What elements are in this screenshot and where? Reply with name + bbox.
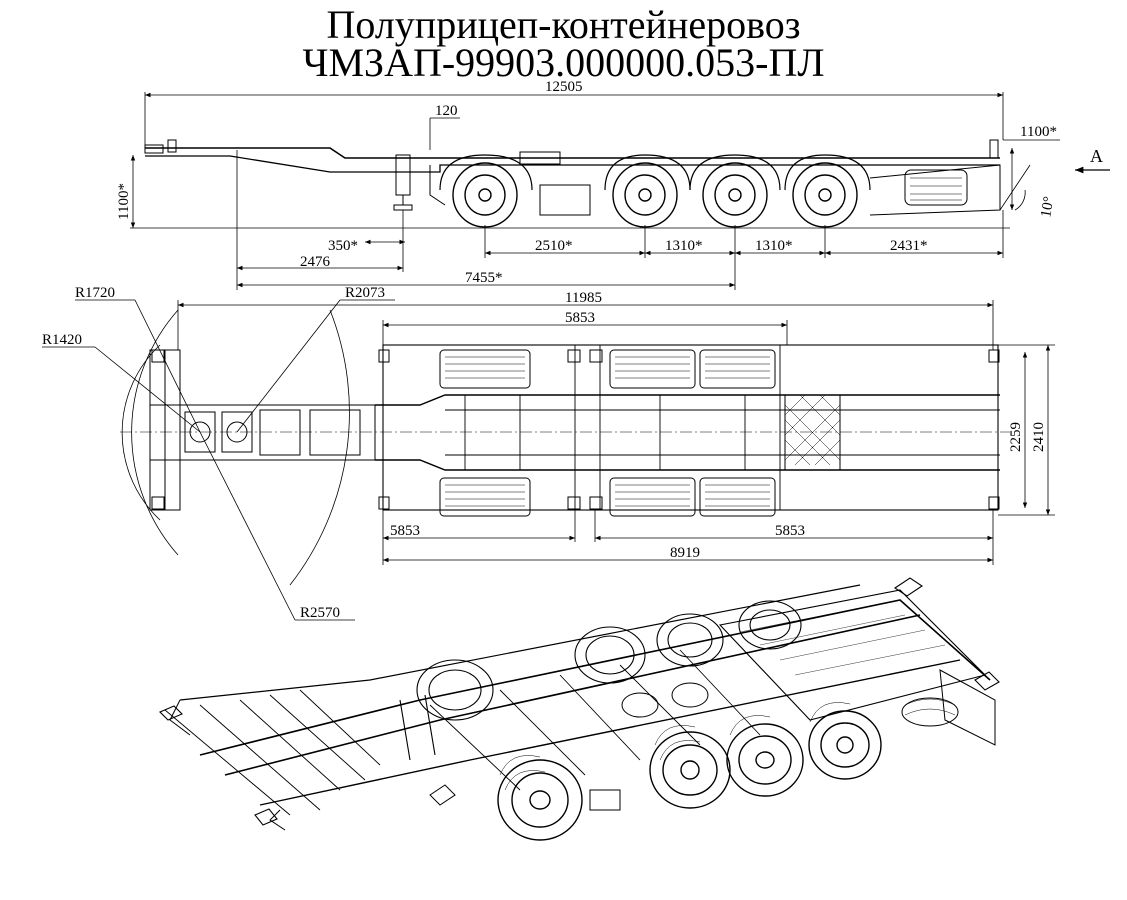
dim-r2073: R2073: [345, 285, 385, 301]
dim-bottom-total: 8919: [670, 545, 700, 561]
dim-width-inner: 2259: [1008, 422, 1024, 452]
dim-r1720: R1720: [75, 285, 115, 301]
dim-bottom-left: 5853: [390, 523, 420, 539]
dim-front-height: 1100*: [116, 183, 132, 220]
dim-350: 350*: [328, 238, 358, 254]
dim-1310-a: 1310*: [665, 238, 703, 254]
dim-width-outer: 2410: [1031, 422, 1047, 452]
drawing-title-line-2: ЧМЗАП-99903.000000.053-ПЛ: [302, 40, 825, 85]
view-label-a: А: [1090, 146, 1103, 166]
dim-angle: 10°: [1038, 195, 1057, 218]
top-view: [42, 299, 1055, 621]
dim-7455: 7455*: [465, 270, 503, 286]
dim-2510: 2510*: [535, 238, 573, 254]
drawing-title-line-1: Полуприцеп-контейнеровоз: [326, 2, 801, 47]
dim-frame-length: 11985: [565, 290, 602, 306]
isometric-view: [159, 577, 1000, 841]
dim-r2570: R2570: [300, 605, 340, 621]
dim-overall-length: 12505: [545, 79, 583, 95]
dim-kingpin-offset: 120: [435, 103, 458, 119]
dim-rear-height: 1100*: [1020, 124, 1057, 140]
dim-container-top: 5853: [565, 310, 595, 326]
dim-bottom-right: 5853: [775, 523, 805, 539]
dim-2476: 2476: [300, 254, 331, 270]
side-view: [130, 92, 1110, 290]
dim-1310-b: 1310*: [755, 238, 793, 254]
dim-2431: 2431*: [890, 238, 928, 254]
dim-r1420: R1420: [42, 332, 82, 348]
